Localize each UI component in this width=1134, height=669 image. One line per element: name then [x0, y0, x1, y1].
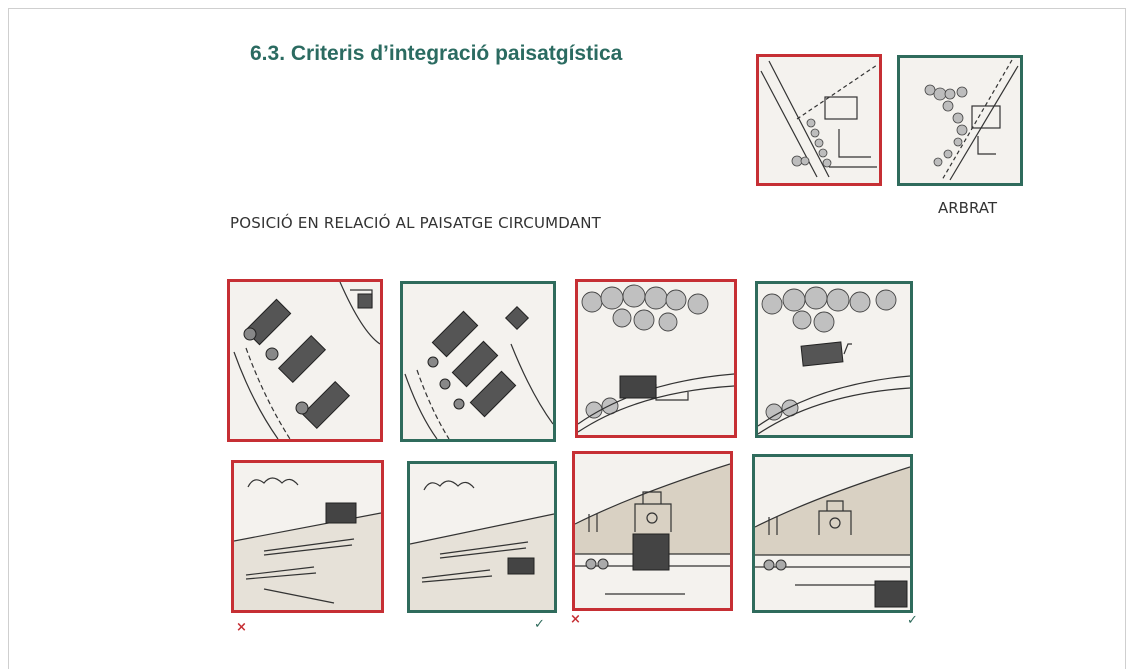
section-chapel-correct — [752, 454, 913, 613]
check-mark-2: ✓ — [534, 617, 545, 632]
section-chapel-incorrect — [572, 451, 733, 611]
plan-trees-incorrect-drawing — [578, 284, 734, 433]
section-terrace-correct-drawing — [410, 480, 554, 610]
section-subtitle: POSICIÓ EN RELACIÓ AL PAISATGE CIRCUMDAN… — [230, 214, 601, 232]
section-terrace-incorrect — [231, 460, 384, 613]
section-terrace-correct — [407, 461, 557, 613]
plan-trees-correct — [755, 281, 913, 438]
section-chapel-incorrect-drawing — [575, 463, 730, 595]
arbrat-incorrect-drawing — [760, 60, 878, 178]
cross-mark-1: × — [236, 620, 247, 635]
plan-slope-correct — [400, 281, 556, 442]
section-terrace-incorrect-drawing — [234, 477, 381, 610]
plan-trees-correct-drawing — [758, 286, 910, 435]
plan-slope-incorrect-drawing — [233, 282, 380, 439]
arbrat-sketch-incorrect — [756, 54, 882, 186]
section-chapel-correct-drawing — [755, 466, 910, 608]
plan-slope-correct-drawing — [404, 305, 553, 439]
plan-slope-incorrect — [227, 279, 383, 442]
page-title: 6.3. Criteris d’integració paisatgística — [250, 42, 623, 65]
cross-mark-3: × — [570, 612, 581, 627]
arbrat-correct-drawing — [924, 59, 1019, 181]
arbrat-sketch-correct — [897, 55, 1023, 186]
check-mark-4: ✓ — [907, 613, 918, 628]
plan-trees-incorrect — [575, 279, 737, 438]
arbrat-caption: ARBRAT — [938, 199, 998, 217]
